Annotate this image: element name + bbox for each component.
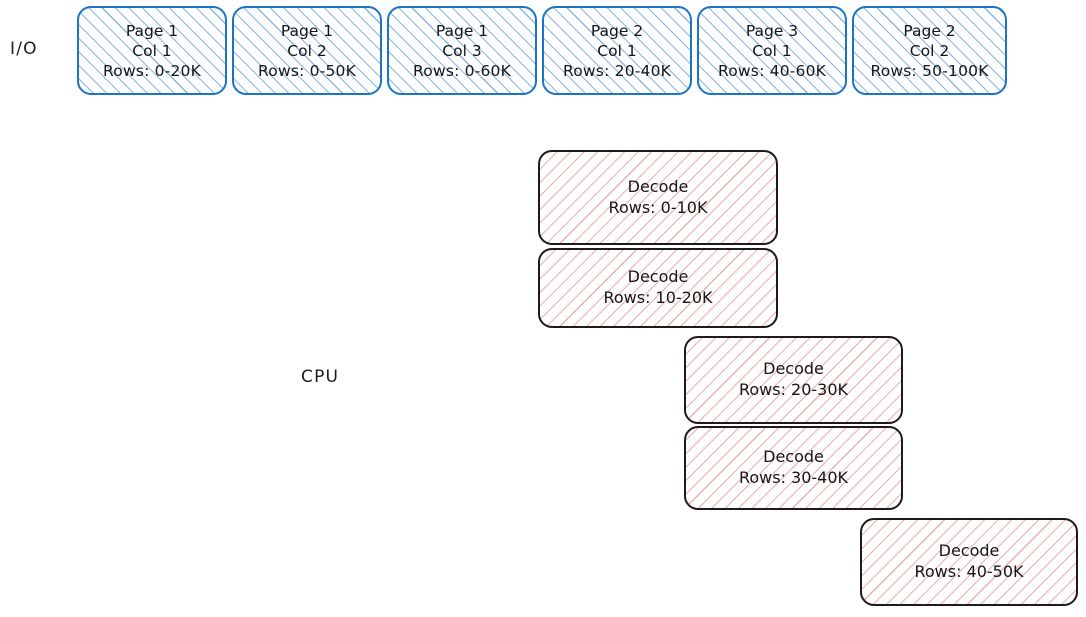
io-block-rows: Rows: 40-60K <box>717 62 827 81</box>
cpu-block-rows: Rows: 30-40K <box>738 468 849 487</box>
cpu-block-op: Decode <box>763 447 824 467</box>
io-block[interactable]: Page 1 Col 3 Rows: 0-60K <box>387 6 537 95</box>
cpu-block-rows: Rows: 0-10K <box>608 197 708 217</box>
lane-label-io: I/O <box>10 39 38 59</box>
io-block-col: Col 2 <box>287 41 327 60</box>
io-block-rows: Rows: 0-50K <box>257 62 356 81</box>
io-block-page: Page 3 <box>745 21 799 40</box>
io-block-page: Page 2 <box>903 21 956 40</box>
cpu-decode-block[interactable]: Decode Rows: 20-30K <box>684 336 903 424</box>
cpu-block-rows: Rows: 10-20K <box>603 288 713 307</box>
lane-label-cpu: CPU <box>301 367 340 387</box>
io-block-rows: Rows: 50-100K <box>870 62 989 81</box>
cpu-block-op: Decode <box>763 359 824 379</box>
io-block-col: Col 1 <box>597 41 637 60</box>
io-block[interactable]: Page 2 Col 1 Rows: 20-40K <box>542 6 692 95</box>
cpu-block-op: Decode <box>938 541 1000 561</box>
cpu-block-rows: Rows: 20-30K <box>738 380 849 399</box>
cpu-block-op: Decode <box>627 176 689 196</box>
io-block-page: Page 1 <box>280 21 334 40</box>
io-block-page: Page 2 <box>590 21 644 40</box>
cpu-decode-block[interactable]: Decode Rows: 30-40K <box>684 426 903 510</box>
io-block-page: Page 1 <box>125 21 179 40</box>
io-block-col: Col 3 <box>442 41 482 60</box>
io-block[interactable]: Page 1 Col 2 Rows: 0-50K <box>232 6 382 95</box>
io-block-rows: Rows: 20-40K <box>562 62 672 81</box>
io-block-col: Col 1 <box>132 41 172 60</box>
cpu-block-rows: Rows: 40-50K <box>914 562 1024 581</box>
cpu-decode-block[interactable]: Decode Rows: 40-50K <box>860 518 1078 606</box>
io-block-rows: Rows: 0-60K <box>412 62 511 81</box>
io-block[interactable]: Page 2 Col 2 Rows: 50-100K <box>852 6 1007 95</box>
io-block-page: Page 1 <box>435 21 489 40</box>
cpu-block-op: Decode <box>627 267 689 287</box>
io-block-col: Col 2 <box>909 41 950 60</box>
io-block-rows: Rows: 0-20K <box>102 62 201 81</box>
io-block[interactable]: Page 3 Col 1 Rows: 40-60K <box>697 6 847 95</box>
io-block-col: Col 1 <box>752 41 792 60</box>
cpu-decode-block[interactable]: Decode Rows: 0-10K <box>538 150 778 245</box>
io-block[interactable]: Page 1 Col 1 Rows: 0-20K <box>77 6 227 95</box>
cpu-decode-block[interactable]: Decode Rows: 10-20K <box>538 248 778 328</box>
